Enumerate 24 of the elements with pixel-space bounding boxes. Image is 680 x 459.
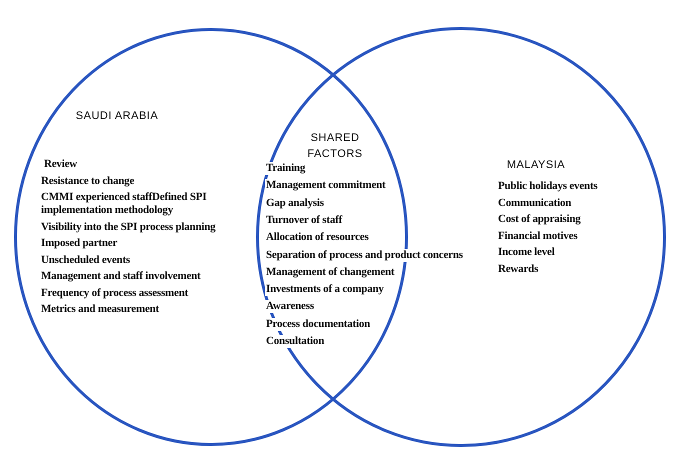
section-heading: SHARED FACTORS	[306, 131, 364, 162]
factor-text: Frequency of process assessment	[40, 286, 190, 300]
factor-text: Consultation	[265, 335, 326, 348]
factor-text: Financial motives	[497, 230, 578, 242]
section-heading: MALAYSIA	[506, 158, 566, 173]
factor-text: Awareness	[265, 300, 315, 314]
factor-text: Training	[265, 162, 306, 175]
venn-circle	[256, 27, 666, 447]
factor-text: Public holidays events	[497, 180, 599, 193]
section-heading: SAUDI ARABIA	[74, 109, 160, 124]
factor-text: Communication	[497, 196, 572, 210]
factor-text: Separation of process and product concerns	[265, 248, 464, 262]
factor-text: Management and staff involvement	[40, 270, 202, 283]
factor-text: Gap analysis	[265, 196, 325, 210]
factor-text: Investments of a company	[265, 283, 385, 296]
factor-text: Imposed partner	[40, 237, 118, 250]
factor-text: Visibility into the SPI process planning	[40, 220, 216, 234]
factor-text: Management commitment	[265, 179, 387, 192]
factor-text: Cost of appraising	[497, 213, 582, 226]
factor-text: Resistance to change	[40, 174, 136, 188]
factor-text: Management of changement	[265, 266, 396, 279]
factor-text: Unscheduled events	[40, 254, 131, 266]
factor-text: Rewards	[497, 262, 540, 276]
factor-text: Process documentation	[265, 318, 372, 331]
